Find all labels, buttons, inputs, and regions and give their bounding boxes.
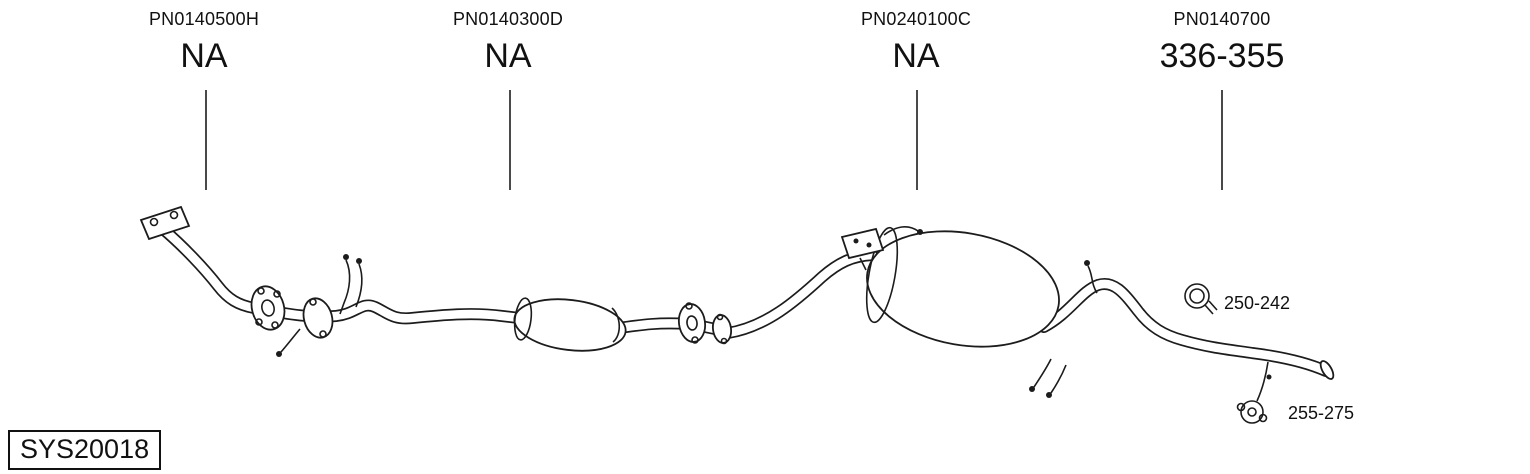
leader-lines (205, 90, 1223, 190)
middle-muffler (513, 297, 627, 352)
part-number: PN0140700 (1173, 9, 1271, 29)
mount-bracket (840, 226, 923, 271)
part-number: PN0240100C (860, 9, 972, 29)
part-value: NA (484, 37, 532, 75)
callout-1: PN0140500H NA (84, 8, 324, 75)
part-value: NA (180, 37, 228, 75)
pipe-clamp (1184, 283, 1218, 315)
exhaust-pipes (163, 229, 1326, 371)
hanger-rods (276, 254, 1098, 398)
part-number: PN0140300D (452, 9, 564, 29)
hanger-part-label: 255-275 (1288, 403, 1355, 423)
rear-muffler (865, 226, 1060, 348)
part-number: PN0140500H (148, 9, 260, 29)
part-value: NA (892, 37, 940, 75)
callout-2: PN0140300D NA (388, 8, 628, 75)
second-flange (302, 297, 334, 339)
tailpipe-tip (1319, 360, 1335, 380)
rubber-hanger (1236, 361, 1272, 424)
center-flange (677, 302, 707, 344)
front-pipe-flange (250, 285, 286, 331)
callout-4: PN0140700 336-355 (1102, 8, 1342, 75)
clamp-part-label: 250-242 (1224, 293, 1291, 313)
part-value: 336-355 (1159, 37, 1285, 75)
front-flange (139, 205, 191, 241)
system-id-badge: SYS20018 (8, 430, 162, 470)
callout-3: PN0240100C NA (796, 8, 1036, 75)
rear-section-flange (711, 313, 733, 345)
